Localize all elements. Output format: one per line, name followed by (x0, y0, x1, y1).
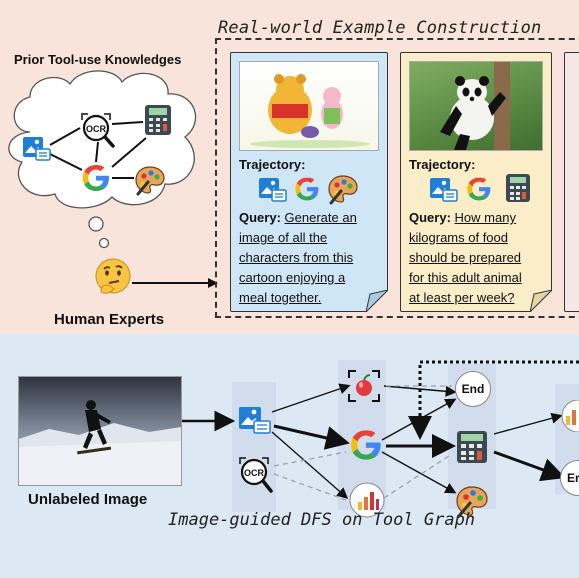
graph-node-image-caption (238, 404, 272, 441)
google-icon (293, 175, 321, 208)
google-icon (80, 162, 112, 199)
graph-node-end: End (455, 371, 491, 407)
cartoon-image (239, 61, 379, 151)
query-line: How many (454, 210, 516, 225)
query-line: for this adult animal (409, 270, 522, 285)
calculator-icon (505, 173, 531, 208)
graph-node-bar-chart (349, 482, 385, 523)
svg-text:OCR: OCR (86, 124, 107, 134)
query-label: Query: (409, 210, 451, 225)
query-line: meal together. (239, 290, 322, 305)
graph-node-google (348, 427, 384, 468)
query-line: Generate an (284, 210, 357, 225)
graph-node-object-detection (347, 369, 381, 408)
google-icon (465, 175, 493, 208)
tool-graph (182, 360, 579, 512)
query-line: characters from this (239, 250, 354, 265)
paint-palette-icon (134, 164, 166, 201)
query-line: at least per week? (409, 290, 515, 305)
query-text-2: Query: How many kilograms of food should… (409, 208, 551, 308)
ocr-icon: OCR (80, 112, 116, 155)
unlabeled-image (18, 376, 182, 486)
calculator-icon (144, 104, 172, 141)
trajectory-label: Trajectory: (409, 157, 476, 172)
dfs-title: Image-guided DFS on Tool Graph (168, 510, 476, 530)
example-card-3 (564, 52, 579, 312)
page-fold (530, 290, 552, 312)
query-line: should be prepared (409, 250, 522, 265)
human-experts-label: Human Experts (54, 311, 165, 328)
graph-node-ocr: OCR (238, 456, 274, 501)
query-line: kilograms of food (409, 230, 508, 245)
image-caption-icon (258, 175, 288, 208)
end-node-label: Er (567, 471, 579, 485)
thinking-face-icon (93, 256, 133, 301)
expert-arrow (132, 278, 218, 288)
unlabeled-image-caption: Unlabeled Image (28, 491, 148, 508)
image-caption-icon (22, 134, 52, 167)
image-caption-icon (429, 175, 459, 208)
graph-node-calculator (456, 430, 488, 469)
query-label: Query: (239, 210, 281, 225)
paint-palette-icon (327, 173, 359, 210)
graph-node-paint-palette (455, 484, 489, 523)
query-line: image of all the (239, 230, 328, 245)
trajectory-label: Trajectory: (239, 157, 306, 172)
panda-image (409, 61, 543, 151)
end-node-label: End (461, 382, 485, 396)
example-title: Real-world Example Construction (214, 18, 546, 38)
ocr-node-label: OCR (244, 468, 265, 478)
query-text-1: Query: Generate an image of all the char… (239, 208, 384, 308)
example-card-1: Trajectory: Query: Generate an image of … (230, 52, 388, 312)
prior-knowledge-label: Prior Tool-use Knowledges (14, 52, 182, 67)
example-region (215, 38, 579, 318)
example-card-2: Trajectory: Query: How many kilograms of… (400, 52, 552, 312)
graph-node-bar-chart-clipped (560, 399, 579, 437)
query-line: cartoon enjoying a (239, 270, 346, 285)
page-fold (366, 290, 388, 312)
